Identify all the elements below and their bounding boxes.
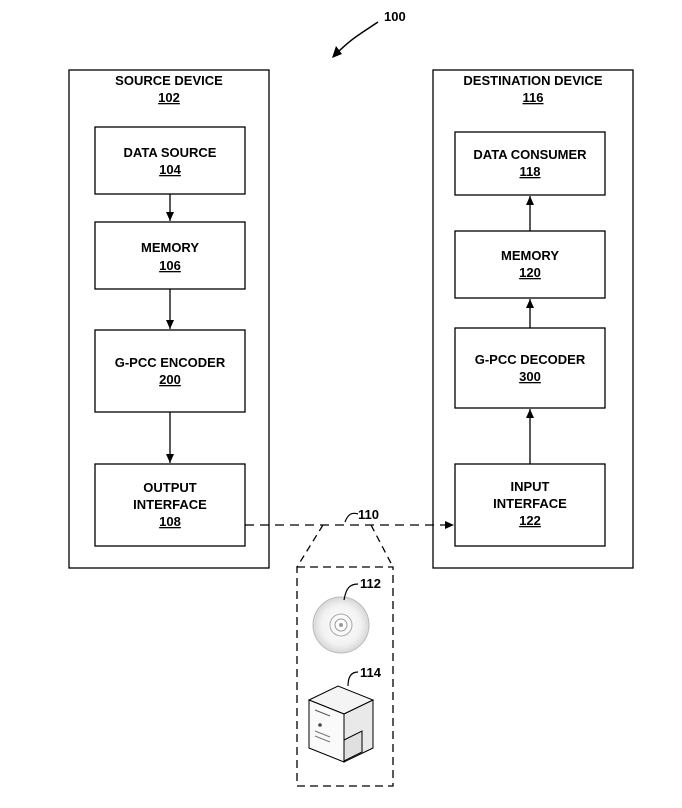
- output-interface-label-2: INTERFACE: [133, 497, 207, 512]
- decoder-block: [454, 327, 606, 409]
- source-device-frame: [68, 69, 270, 569]
- disc-inner-ring: [329, 613, 353, 637]
- data-source-label: DATA SOURCE: [124, 145, 217, 160]
- data-consumer-block: [454, 131, 606, 196]
- destination-device-title: DESTINATION DEVICE: [463, 73, 602, 88]
- disc-center: [339, 623, 343, 627]
- disc-ref-leader: [343, 583, 359, 601]
- server-ref-leader: [347, 671, 359, 687]
- figure-ref: 100: [384, 9, 406, 24]
- server-door: [343, 730, 363, 762]
- decoder-label: G-PCC DECODER: [475, 352, 586, 367]
- source-memory-block: [94, 221, 246, 290]
- dest-memory-label: MEMORY: [501, 248, 559, 263]
- channel-ref-leader: [344, 512, 359, 523]
- output-interface-ref: 108: [159, 514, 181, 529]
- channel-callout-right: [370, 524, 394, 568]
- input-interface-label-1: INPUT: [511, 479, 550, 494]
- destination-device: DESTINATION DEVICE 116 DATA CONSUMER 118…: [432, 69, 634, 569]
- data-source-block: [94, 126, 246, 195]
- storage-dashed-box: [296, 566, 394, 787]
- channel: 110: [245, 507, 454, 787]
- server-ref: 114: [360, 665, 382, 680]
- data-consumer-label: DATA CONSUMER: [473, 147, 587, 162]
- source-device-ref: 102: [158, 90, 180, 105]
- destination-device-frame: [432, 69, 634, 569]
- disc-ref: 112: [360, 576, 381, 591]
- figure-arrowhead: [332, 46, 342, 58]
- storage-disc: 112: [312, 576, 381, 654]
- disc-hub-ring: [334, 618, 348, 632]
- channel-ref: 110: [358, 507, 379, 522]
- data-consumer-ref: 118: [520, 164, 541, 179]
- server-label-stripe: [314, 709, 331, 717]
- dest-memory-ref: 120: [519, 265, 541, 280]
- input-interface-label-2: INTERFACE: [493, 496, 567, 511]
- destination-device-ref: 116: [523, 90, 544, 105]
- channel-callout-left: [296, 524, 324, 568]
- storage-server: 114: [307, 665, 382, 763]
- encoder-label: G-PCC ENCODER: [115, 355, 226, 370]
- encoder-ref: 200: [159, 372, 181, 387]
- figure-ref-group: 100: [332, 9, 406, 58]
- source-memory-label: MEMORY: [141, 240, 199, 255]
- server-drive-2: [314, 735, 331, 743]
- data-source-ref: 104: [159, 162, 181, 177]
- output-interface-label-1: OUTPUT: [143, 480, 197, 495]
- figure-leader-arrow: [334, 21, 379, 56]
- server-power-led: [318, 723, 322, 727]
- decoder-ref: 300: [519, 369, 541, 384]
- server-drive-1: [314, 730, 331, 738]
- source-memory-ref: 106: [159, 258, 181, 273]
- source-device: SOURCE DEVICE 102 DATA SOURCE 104 MEMORY…: [68, 69, 270, 569]
- input-interface-ref: 122: [519, 513, 541, 528]
- source-device-title: SOURCE DEVICE: [115, 73, 223, 88]
- encoder-block: [94, 329, 246, 413]
- output-interface-block: [94, 463, 246, 547]
